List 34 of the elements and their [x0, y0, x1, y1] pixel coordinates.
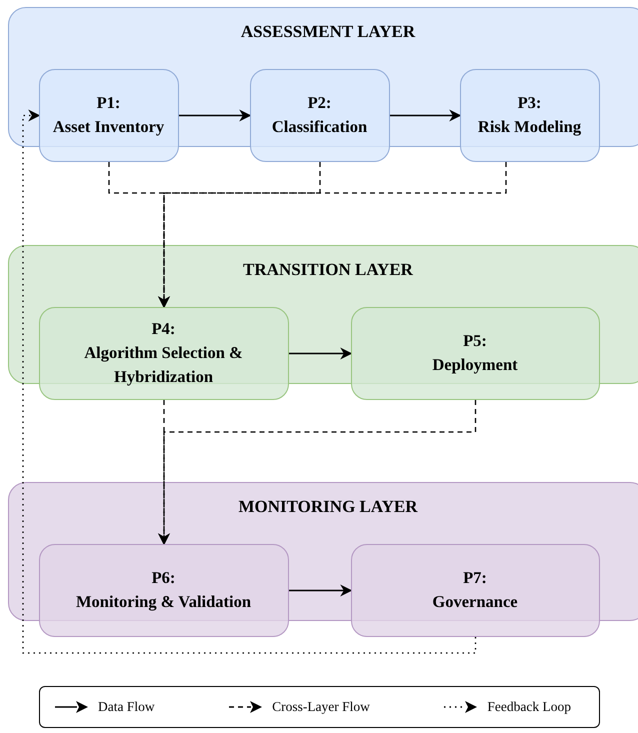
dashed-arrow: [158, 162, 507, 308]
process-id: P1:: [96, 92, 120, 114]
layer-title: MONITORING LAYER: [238, 497, 418, 517]
arrow: [289, 348, 352, 360]
process-name: Deployment: [432, 354, 518, 376]
process-box: [350, 544, 600, 636]
process-box: [350, 306, 600, 400]
process-id: P4:: [152, 318, 176, 340]
process-box: [38, 544, 288, 636]
process-id: P3:: [518, 92, 542, 114]
process-name: Classification: [272, 116, 368, 138]
process-box: [460, 68, 600, 162]
layer-title: TRANSITION LAYER: [243, 260, 413, 280]
dotted-arrow: [22, 110, 476, 654]
layer-title: ASSESSMENT LAYER: [240, 22, 416, 42]
process-name: Governance: [432, 591, 518, 613]
process-id: P7:: [463, 567, 487, 590]
arrow: [289, 584, 352, 596]
process-id: P6:: [152, 567, 176, 590]
legend-label: Data Flow: [98, 699, 155, 715]
process-name: Risk Modeling: [478, 116, 582, 138]
process-name: Monitoring & Validation: [76, 591, 252, 613]
process-box: [38, 306, 288, 400]
process-id: P5:: [463, 330, 487, 352]
process-name: Algorithm Selection & Hybridization: [83, 342, 244, 388]
legend-label: Cross-Layer Flow: [272, 699, 370, 715]
legend-label: Feedback Loop: [487, 699, 571, 715]
arrow: [390, 110, 462, 122]
arrow: [179, 110, 252, 122]
process-box: [250, 68, 390, 162]
process-id: P2:: [308, 92, 332, 114]
process-box: [38, 68, 178, 162]
process-name: Asset Inventory: [52, 116, 164, 138]
dashed-arrow: [158, 400, 476, 546]
